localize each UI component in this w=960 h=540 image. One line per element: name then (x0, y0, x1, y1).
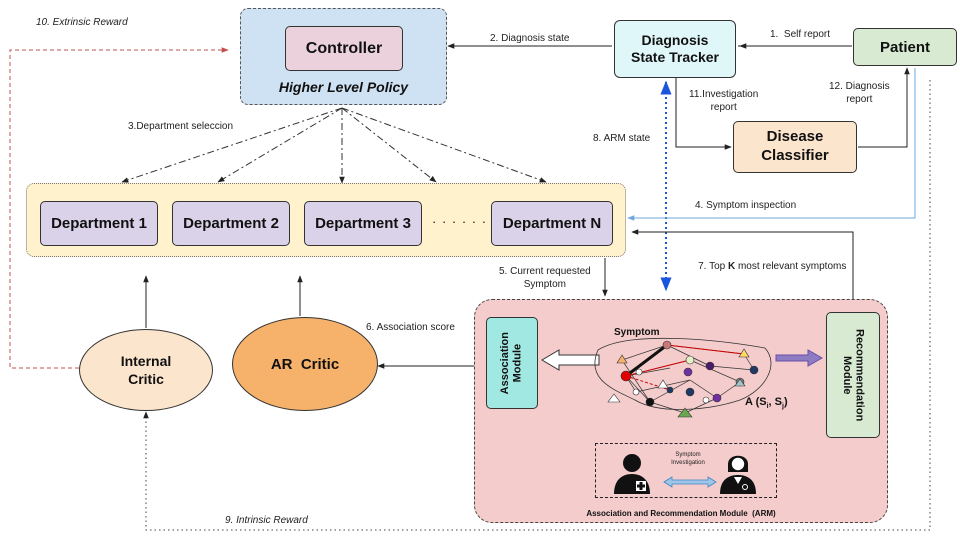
recommendation-line-2: Module (841, 355, 853, 395)
graph-edge-dashed (625, 375, 671, 391)
label-current-requested: 5. Current requested Symptom (499, 266, 591, 290)
investigation-double-arrow-icon (663, 476, 717, 488)
arm-panel (474, 299, 888, 523)
internal-critic-line-2: Critic (128, 371, 164, 387)
label-symptom-inspection: 4. Symptom inspection (695, 200, 797, 211)
patient-person-icon (614, 454, 650, 494)
graph-edge-highlight-red (666, 344, 745, 355)
graph-node (702, 396, 710, 404)
graph-node (635, 368, 643, 376)
label-diagnosis-state: 2. Diagnosis state (490, 33, 570, 44)
doctor-person-icon (720, 455, 756, 494)
department-n[interactable]: Department N (491, 201, 613, 246)
department-selection-arrows (121, 107, 547, 184)
association-module[interactable]: Association Module (486, 317, 538, 409)
ar-critic-label: AR Critic (270, 355, 340, 373)
label-investigation-report: 11.Investigation report (689, 89, 759, 113)
association-formula: A (Si, Sj) (745, 396, 788, 411)
graph-node-triangle (734, 378, 746, 387)
graph-outline (594, 337, 772, 410)
tracker-line-2: State Tracker (631, 49, 719, 65)
controller-box[interactable]: Controller (285, 26, 403, 71)
intrinsic-reward-arrow (143, 80, 931, 531)
graph-node (712, 393, 722, 403)
disease-classifier[interactable]: Disease Classifier (733, 121, 857, 173)
controller-label: Controller (305, 39, 383, 57)
policy-label: Higher Level Policy (278, 79, 409, 95)
graph-node (620, 370, 632, 382)
label-diagnosis-report: 12. Diagnosis report (829, 81, 890, 105)
tracker-line-1: Diagnosis (641, 31, 709, 48)
symptom-graph (541, 337, 824, 418)
graph-node (662, 340, 672, 350)
ar-critic[interactable]: AR Critic (232, 317, 378, 411)
association-line-1: Association (499, 331, 512, 395)
graph-node (666, 386, 674, 394)
recommendation-module[interactable]: Recommendation Module (826, 312, 880, 438)
department-2[interactable]: Department 2 (172, 201, 290, 246)
diagnosis-report-arrow (858, 67, 910, 148)
graph-node-triangle (657, 379, 669, 389)
classifier-line-2: Classifier (761, 147, 829, 164)
diagnosis-state-tracker[interactable]: Diagnosis State Tracker (614, 20, 736, 78)
graph-node (685, 387, 695, 397)
arm-caption: Association and Recommendation Module (A… (586, 509, 776, 518)
recommendation-line-1: Recommendation (853, 328, 866, 422)
internal-critic-line-1: Internal (120, 352, 172, 369)
top-k-arrow (631, 229, 854, 300)
label-top-k: 7. Top K most relevant symptoms (698, 260, 847, 272)
label-extrinsic-reward: 10. Extrinsic Reward (36, 17, 128, 28)
graph-node (683, 367, 693, 377)
graph-node-triangle (607, 393, 621, 403)
symptom-inspection-arrow (627, 68, 916, 221)
investigation-report-arrow (675, 78, 732, 150)
label-intrinsic-reward: 9. Intrinsic Reward (225, 515, 308, 526)
symptom-investigation-box (595, 443, 777, 498)
label-self-report: 1. Self report (770, 29, 831, 40)
extrinsic-reward-arrow (9, 47, 229, 369)
graph-edge-bold (625, 343, 668, 378)
graph-node (749, 365, 759, 375)
graph-node-triangle (616, 354, 628, 364)
graph-to-association-arrow (541, 349, 600, 371)
graph-node (705, 361, 715, 371)
graph-node-triangle (677, 407, 693, 418)
graph-to-recommendation-arrow (775, 349, 824, 367)
department-3[interactable]: Department 3 (304, 201, 422, 246)
label-arm-state: 8. ARM state (593, 133, 651, 144)
label-department-selection: 3.Department seleccion (128, 121, 234, 132)
patient-label: Patient (879, 38, 930, 56)
department-ellipsis: · · · · · · (432, 214, 488, 229)
graph-node-triangle (738, 348, 750, 358)
investigation-figures (614, 454, 756, 494)
symptom-label: Symptom (614, 327, 660, 338)
graph-node (632, 388, 640, 396)
symptom-investigation-label: Symptom Investigation (671, 452, 705, 466)
internal-critic[interactable]: Internal Critic (79, 329, 213, 411)
patient-box[interactable]: Patient (853, 28, 957, 66)
graph-edges (621, 344, 755, 414)
department-1[interactable]: Department 1 (40, 201, 158, 246)
graph-node (685, 355, 695, 365)
graph-node (645, 397, 655, 407)
association-line-2: Module (512, 343, 524, 383)
classifier-line-1: Disease (766, 128, 824, 146)
label-association-score: 6. Association score (366, 322, 455, 333)
